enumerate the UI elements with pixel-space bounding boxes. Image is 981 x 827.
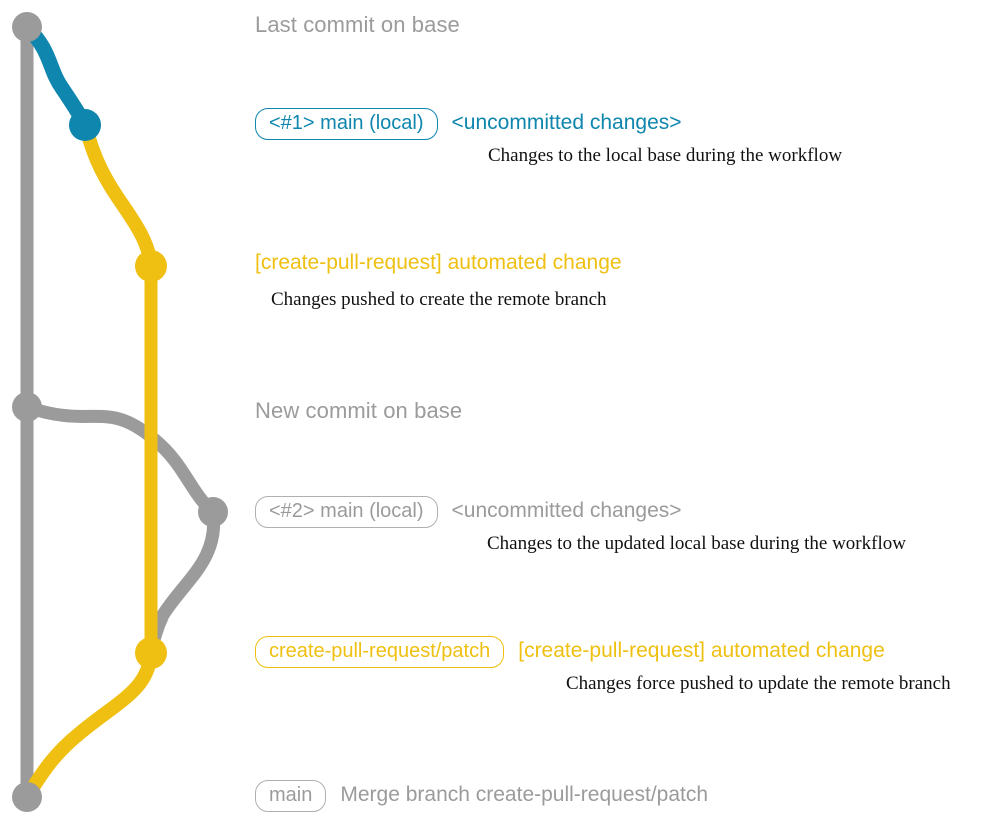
commit-subject-main-local-2: <uncommitted changes> xyxy=(451,499,682,522)
commit-node-main-local-2[interactable] xyxy=(198,497,228,527)
commit-subject-automated-change-2: [create-pull-request] automated change xyxy=(518,639,885,662)
edge-local-1-to-patch-1 xyxy=(78,118,158,273)
commit-subject-automated-change-1: [create-pull-request] automated change xyxy=(255,251,622,274)
commit-subject-main-local-1: <uncommitted changes> xyxy=(451,111,682,134)
edge-patch-2-to-merge xyxy=(20,646,158,804)
commit-node-last-commit-on-base[interactable] xyxy=(12,12,42,42)
commit-node-merge-commit-main[interactable] xyxy=(12,782,42,812)
label-last-commit-on-base: Last commit on base xyxy=(255,12,460,37)
commit-subject-main-merge: Merge branch create-pull-request/patch xyxy=(340,783,709,806)
commit-description-main-local-1: Changes to the local base during the wor… xyxy=(488,145,843,166)
row-last-commit-on-base: Last commit on base xyxy=(255,12,460,38)
commit-description-main-local-2: Changes to the updated local base during… xyxy=(487,533,906,554)
branch-pill-main-local-1[interactable]: <#1> main (local) xyxy=(255,108,438,140)
commit-node-automated-change-1[interactable] xyxy=(135,250,167,282)
commit-node-new-commit-on-base[interactable] xyxy=(12,392,42,422)
row-main-local-2: <#2> main (local) <uncommitted changes> xyxy=(255,496,682,528)
label-new-commit-on-base: New commit on base xyxy=(255,398,463,423)
row-create-pull-request-patch: create-pull-request/patch [create-pull-r… xyxy=(255,636,885,668)
row-automated-change-1: [create-pull-request] automated change xyxy=(255,251,622,274)
branch-pill-main-local-2[interactable]: <#2> main (local) xyxy=(255,496,438,528)
row-new-commit-on-base: New commit on base xyxy=(255,398,462,424)
branch-pill-create-pull-request-patch[interactable]: create-pull-request/patch xyxy=(255,636,505,668)
commit-description-automated-change-2: Changes force pushed to update the remot… xyxy=(566,673,951,694)
branch-pill-main[interactable]: main xyxy=(255,780,327,812)
commit-node-main-local-1[interactable] xyxy=(69,109,101,141)
row-main-local-1: <#1> main (local) <uncommitted changes> xyxy=(255,108,682,140)
commit-description-automated-change-1: Changes pushed to create the remote bran… xyxy=(271,289,607,310)
commit-node-automated-change-2[interactable] xyxy=(135,637,167,669)
row-main-merge: main Merge branch create-pull-request/pa… xyxy=(255,780,708,812)
